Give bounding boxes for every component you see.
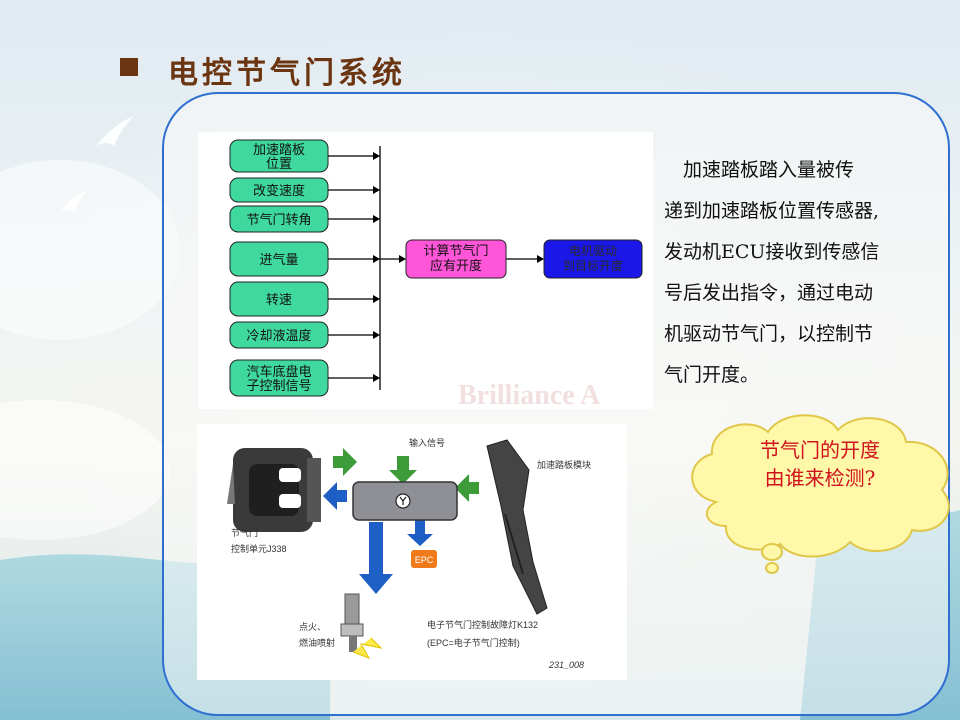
arrowhead-icon — [373, 374, 380, 382]
throttle-unit-label: 节气门 — [231, 527, 258, 538]
arrowhead-icon — [373, 152, 380, 160]
seagull-icon — [60, 190, 88, 212]
accelerator-pedal-icon — [486, 439, 548, 615]
description-text: 加速踏板踏入量被传 递到加速踏板位置传感器, 发动机ECU接收到传感信 号后发出… — [664, 150, 952, 396]
compute-label: 应有开度 — [430, 258, 482, 274]
description-line: 递到加速踏板位置传感器, — [664, 200, 880, 222]
spark-plug-icon — [340, 593, 383, 659]
arrowhead-icon — [537, 255, 544, 263]
ignition-label: 点火、 — [299, 622, 326, 632]
output-label: 电机驱动 — [569, 244, 617, 258]
watermark: Brilliance A — [458, 380, 601, 411]
arrowhead-icon — [373, 295, 380, 303]
blue-arrow-icon — [323, 482, 347, 510]
green-arrow-icon — [455, 474, 479, 502]
arrowhead-icon — [373, 331, 380, 339]
output-label: 到目标开度 — [563, 258, 623, 273]
input-label: 加速踏板 — [253, 143, 305, 158]
compute-box — [405, 239, 507, 279]
arrowhead-icon — [373, 186, 380, 194]
description-line: 加速踏板踏入量被传 — [664, 159, 855, 181]
input-label: 转速 — [266, 293, 292, 308]
input-label: 冷却液温度 — [246, 328, 311, 344]
input-label: 汽车底盘电 — [246, 364, 311, 380]
input-label: 进气量 — [259, 252, 298, 268]
green-arrow-icon — [389, 456, 417, 484]
pedal-module-label: 加速踏板模块 — [537, 459, 591, 470]
callout-text: 节气门的开度 由谁来检测? — [700, 436, 940, 492]
throttle-unit-label: 控制单元J338 — [231, 543, 287, 554]
epc-label: EPC — [415, 555, 434, 565]
throttle-system-illustration: EPC 输入信号 加速踏板模块 节气门 控制单元J338 点火、 燃油喷射 电子… — [197, 424, 627, 680]
blue-arrow-icon — [359, 522, 393, 594]
callout-line: 由谁来检测? — [764, 466, 876, 490]
fault-lamp-label: (EPC=电子节气门控制) — [427, 637, 520, 648]
callout-line: 节气门的开度 — [760, 438, 880, 462]
figure-code: 231_008 — [548, 660, 584, 670]
compute-label: 计算节气门 — [423, 243, 488, 259]
epc-lamp-icon — [411, 550, 437, 568]
input-signal-label: 输入信号 — [409, 437, 445, 448]
arrowhead-icon — [373, 255, 380, 263]
arrowhead-icon — [399, 255, 406, 263]
fault-lamp-label: 电子节气门控制故障灯K132 — [427, 619, 538, 630]
input-label: 位置 — [266, 157, 292, 172]
title-bullet-icon — [120, 58, 138, 76]
description-line: 机驱动节气门，以控制节 — [664, 323, 874, 345]
arrowhead-icon — [373, 215, 380, 223]
input-label: 改变速度 — [253, 183, 305, 199]
ignition-label: 燃油喷射 — [299, 637, 335, 648]
seagull-icon — [96, 116, 134, 146]
blue-arrow-icon — [407, 520, 433, 546]
green-arrow-icon — [333, 448, 357, 476]
description-line: 发动机ECU接收到传感信 — [664, 241, 880, 263]
slide-title: 电控节气门系统 — [168, 56, 406, 91]
description-line: 气门开度。 — [664, 364, 760, 386]
throttle-body-icon — [227, 448, 321, 532]
output-box — [543, 239, 643, 279]
thought-cloud — [691, 414, 950, 574]
ecu-module-icon — [352, 481, 458, 521]
description-line: 号后发出指令，通过电动 — [664, 282, 874, 304]
input-label: 子控制信号 — [246, 379, 311, 394]
input-label: 节气门转角 — [246, 212, 311, 228]
